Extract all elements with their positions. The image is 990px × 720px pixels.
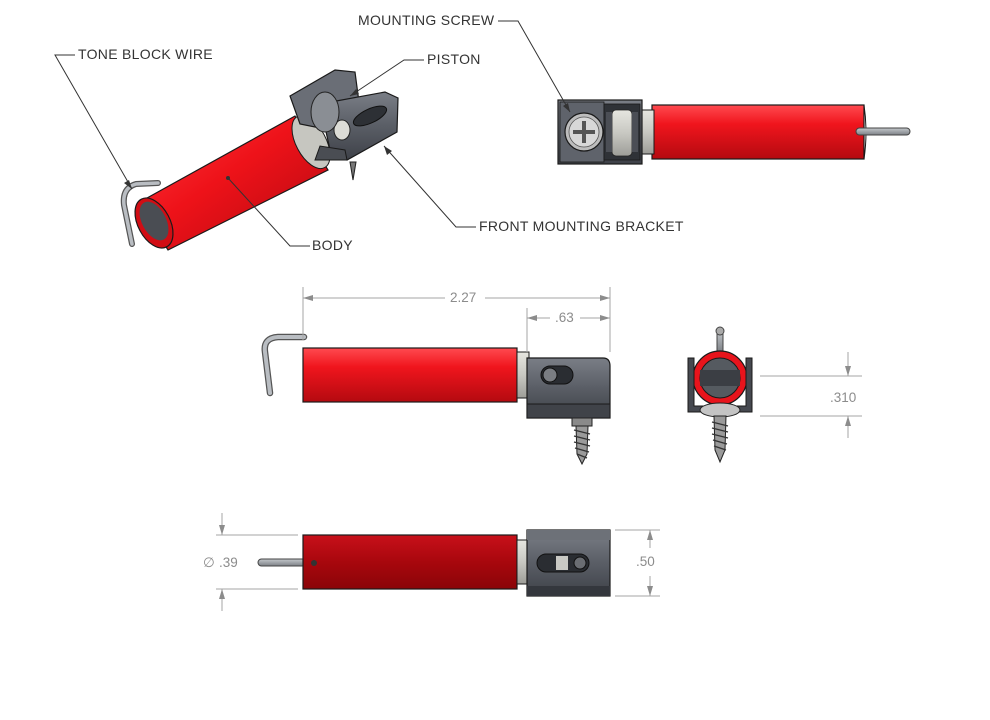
front-mounting-bracket-iso — [289, 69, 399, 181]
body-top — [651, 104, 865, 160]
bottom-view: ∅ .39 .50 — [203, 513, 660, 611]
mounting-screw-end — [699, 402, 741, 464]
label-piston: PISTON — [427, 51, 481, 67]
dim-overall-length: 2.27 — [450, 290, 476, 305]
side-view: 2.27 .63 — [261, 287, 611, 466]
mounting-screw-side — [571, 417, 593, 466]
callouts: TONE BLOCK WIRE PISTON MOUNTING SCREW FR… — [54, 12, 684, 253]
label-mounting-screw: MOUNTING SCREW — [358, 12, 495, 28]
label-tone-block-wire: TONE BLOCK WIRE — [78, 46, 213, 62]
tone-block-wire-end — [715, 326, 725, 353]
front-mounting-bracket-bottom — [526, 529, 611, 597]
label-front-mounting-bracket: FRONT MOUNTING BRACKET — [479, 218, 684, 234]
dim-body-diameter: .39 — [219, 555, 238, 570]
diameter-symbol: ∅ — [203, 555, 215, 570]
isometric-view — [120, 69, 399, 251]
label-body: BODY — [312, 237, 353, 253]
tone-block-wire-top — [855, 127, 911, 136]
body-bottom — [302, 534, 518, 590]
tone-block-wire-bottom — [257, 558, 309, 567]
front-mounting-bracket-top — [557, 99, 643, 165]
body-side — [302, 347, 518, 403]
dim-screw-offset: .310 — [830, 390, 856, 405]
dim-bracket-height: .50 — [636, 554, 655, 569]
top-view — [557, 99, 911, 165]
front-mounting-bracket-side — [526, 357, 611, 466]
dim-bracket-length: .63 — [555, 310, 574, 325]
end-view: .310 — [687, 326, 862, 464]
